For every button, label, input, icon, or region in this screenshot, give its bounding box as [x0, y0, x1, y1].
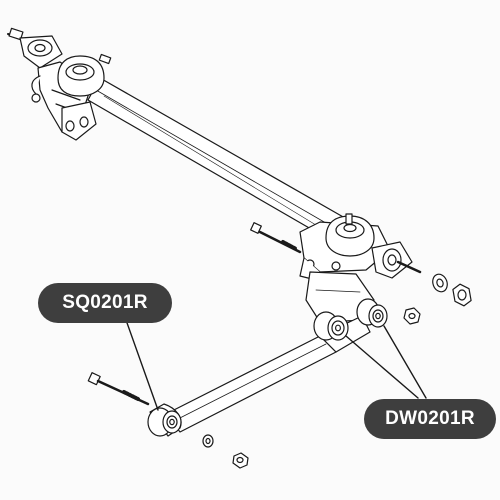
leader-line-sq0201r [125, 319, 159, 411]
lower-washer-and-nut [202, 434, 249, 469]
lower-long-bolt [87, 372, 150, 406]
bushing-sq0201r [147, 403, 182, 437]
right-hub-assembly [299, 213, 422, 323]
left-hub-assembly [7, 27, 112, 141]
right-bracket-nut [403, 307, 421, 325]
bushing-dw0201r-rear [356, 298, 388, 328]
leader-line-dw0201r-2 [383, 325, 427, 399]
part-label-dw0201r: DW0201R [364, 399, 496, 439]
part-label-sq0201r: SQ0201R [38, 283, 172, 323]
hub-washer-and-nut [432, 273, 472, 307]
upper-long-bolt [250, 222, 302, 254]
axle-beam [87, 77, 346, 241]
leader-lines [125, 319, 427, 411]
leader-line-dw0201r-1 [345, 335, 419, 399]
bushing-dw0201r-front [313, 311, 349, 341]
